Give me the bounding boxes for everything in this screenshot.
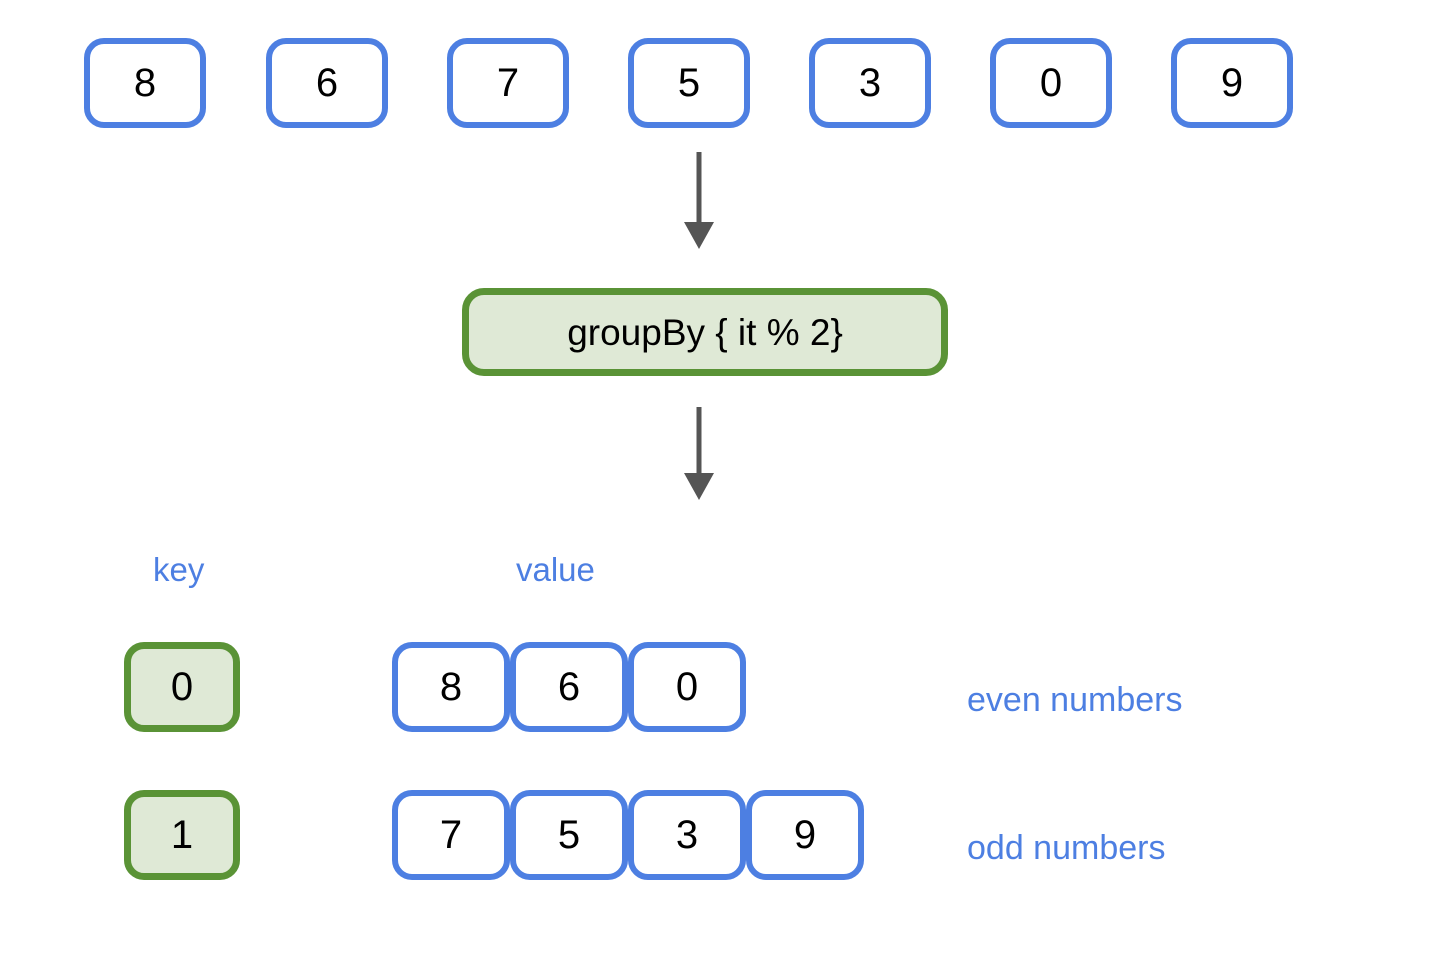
column-header-value: value xyxy=(516,551,595,588)
group-1-key-box: 1 xyxy=(124,790,240,880)
input-item-3: 5 xyxy=(628,38,750,128)
group-1-value-item-2: 3 xyxy=(628,790,746,880)
column-header-key: key xyxy=(153,551,205,588)
group-0-value-row: 8 6 0 xyxy=(392,642,746,732)
group-1-value-item-1: 5 xyxy=(510,790,628,880)
group-0-annotation: even numbers xyxy=(967,681,1183,719)
operation-label: groupBy { it % 2} xyxy=(567,311,843,353)
input-item-5-value: 0 xyxy=(1039,61,1063,105)
input-item-4: 3 xyxy=(809,38,931,128)
input-item-4-value: 3 xyxy=(858,61,882,105)
group-1-key-value: 1 xyxy=(170,813,194,857)
group-1-value-item-2-value: 3 xyxy=(675,813,699,857)
input-item-6: 9 xyxy=(1171,38,1293,128)
group-1-value-item-0-value: 7 xyxy=(439,813,463,857)
group-0-value-item-2-value: 0 xyxy=(675,665,699,709)
group-1-value-item-3-value: 9 xyxy=(793,813,817,857)
group-0-value-item-0: 8 xyxy=(392,642,510,732)
group-1-value-item-3: 9 xyxy=(746,790,864,880)
group-1-value-item-1-value: 5 xyxy=(557,813,581,857)
operation-box: groupBy { it % 2} xyxy=(462,288,948,376)
group-1-value-item-0: 7 xyxy=(392,790,510,880)
group-1-annotation: odd numbers xyxy=(967,829,1166,867)
input-item-6-value: 9 xyxy=(1220,61,1244,105)
group-0-key-value: 0 xyxy=(170,665,194,709)
arrow-input-to-operation-icon xyxy=(684,152,714,249)
group-0-value-item-2: 0 xyxy=(628,642,746,732)
input-item-0: 8 xyxy=(84,38,206,128)
input-item-1: 6 xyxy=(266,38,388,128)
group-1-value-row: 7 5 3 9 xyxy=(392,790,864,880)
group-0-value-item-1: 6 xyxy=(510,642,628,732)
group-0-value-item-1-value: 6 xyxy=(557,665,581,709)
input-item-2-value: 7 xyxy=(496,61,520,105)
input-item-1-value: 6 xyxy=(315,61,339,105)
group-0-key-box: 0 xyxy=(124,642,240,732)
input-item-5: 0 xyxy=(990,38,1112,128)
group-0-value-item-0-value: 8 xyxy=(439,665,463,709)
arrow-operation-to-result-icon xyxy=(684,407,714,500)
input-item-3-value: 5 xyxy=(677,61,701,105)
input-item-2: 7 xyxy=(447,38,569,128)
input-item-0-value: 8 xyxy=(133,61,157,105)
